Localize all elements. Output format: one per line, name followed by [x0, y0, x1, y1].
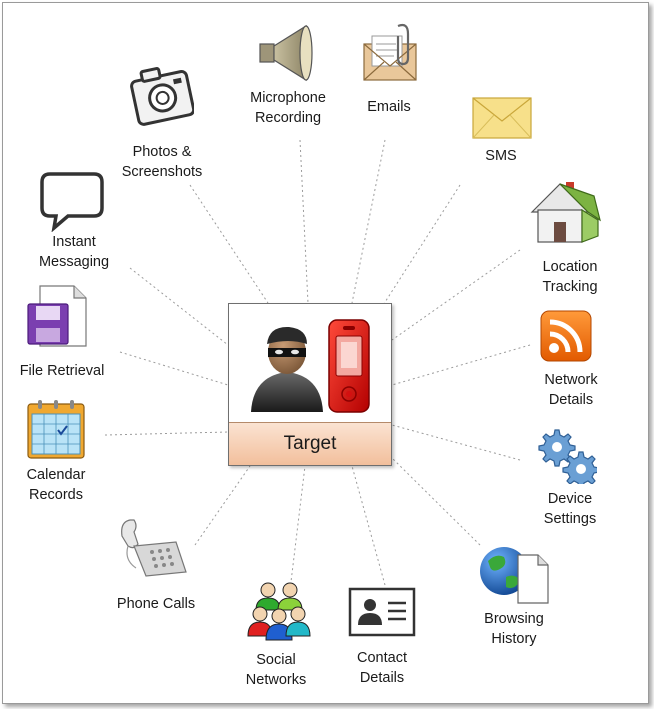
label-contact: Contact Details — [357, 650, 407, 686]
label-sms: SMS — [485, 148, 517, 164]
connector-photos — [189, 184, 269, 304]
contact-card-icon — [348, 587, 416, 637]
label-calendar: Calendar Records — [26, 467, 86, 503]
speech-bubble-icon — [40, 172, 104, 232]
label-social: Social Networks — [245, 652, 307, 688]
gears-icon — [538, 429, 597, 484]
email-attachment-icon — [363, 23, 417, 81]
calendar-icon — [27, 400, 85, 459]
target-label: Target — [229, 422, 391, 465]
label-phone: Phone Calls — [116, 596, 196, 612]
label-location: Location Tracking — [542, 259, 598, 295]
connector-social — [289, 465, 306, 591]
connector-phone — [194, 465, 251, 546]
connector-contact — [351, 465, 386, 586]
connector-location — [391, 249, 521, 341]
house-icon — [530, 182, 601, 243]
target-box: Target — [228, 303, 392, 466]
label-microphone: Microphone Recording — [250, 90, 326, 126]
label-device: Device Settings — [543, 491, 597, 527]
connector-sms — [379, 184, 461, 311]
telephone-icon — [121, 519, 187, 577]
label-im: Instant Messaging — [38, 234, 110, 270]
envelope-icon — [472, 97, 532, 139]
connector-calendar — [104, 431, 229, 436]
spy-icon — [251, 319, 370, 413]
speaker-icon — [259, 24, 313, 82]
connector-emails — [351, 139, 386, 304]
floppy-document-icon — [27, 285, 87, 347]
people-icon — [247, 582, 311, 641]
connector-network — [391, 344, 531, 386]
label-network: Network Details — [544, 372, 598, 408]
label-browsing: Browsing History — [484, 611, 544, 647]
globe-document-icon — [480, 547, 549, 604]
label-photos: Photos & Screenshots — [121, 144, 203, 180]
camera-icon — [130, 67, 194, 126]
connector-im — [129, 267, 229, 346]
connector-browsing — [391, 457, 481, 546]
connector-microphone — [299, 139, 309, 304]
label-file: File Retrieval — [19, 363, 105, 379]
connector-file — [119, 351, 229, 386]
label-emails: Emails — [367, 99, 411, 115]
connector-device — [391, 424, 521, 461]
rss-icon — [540, 310, 592, 362]
